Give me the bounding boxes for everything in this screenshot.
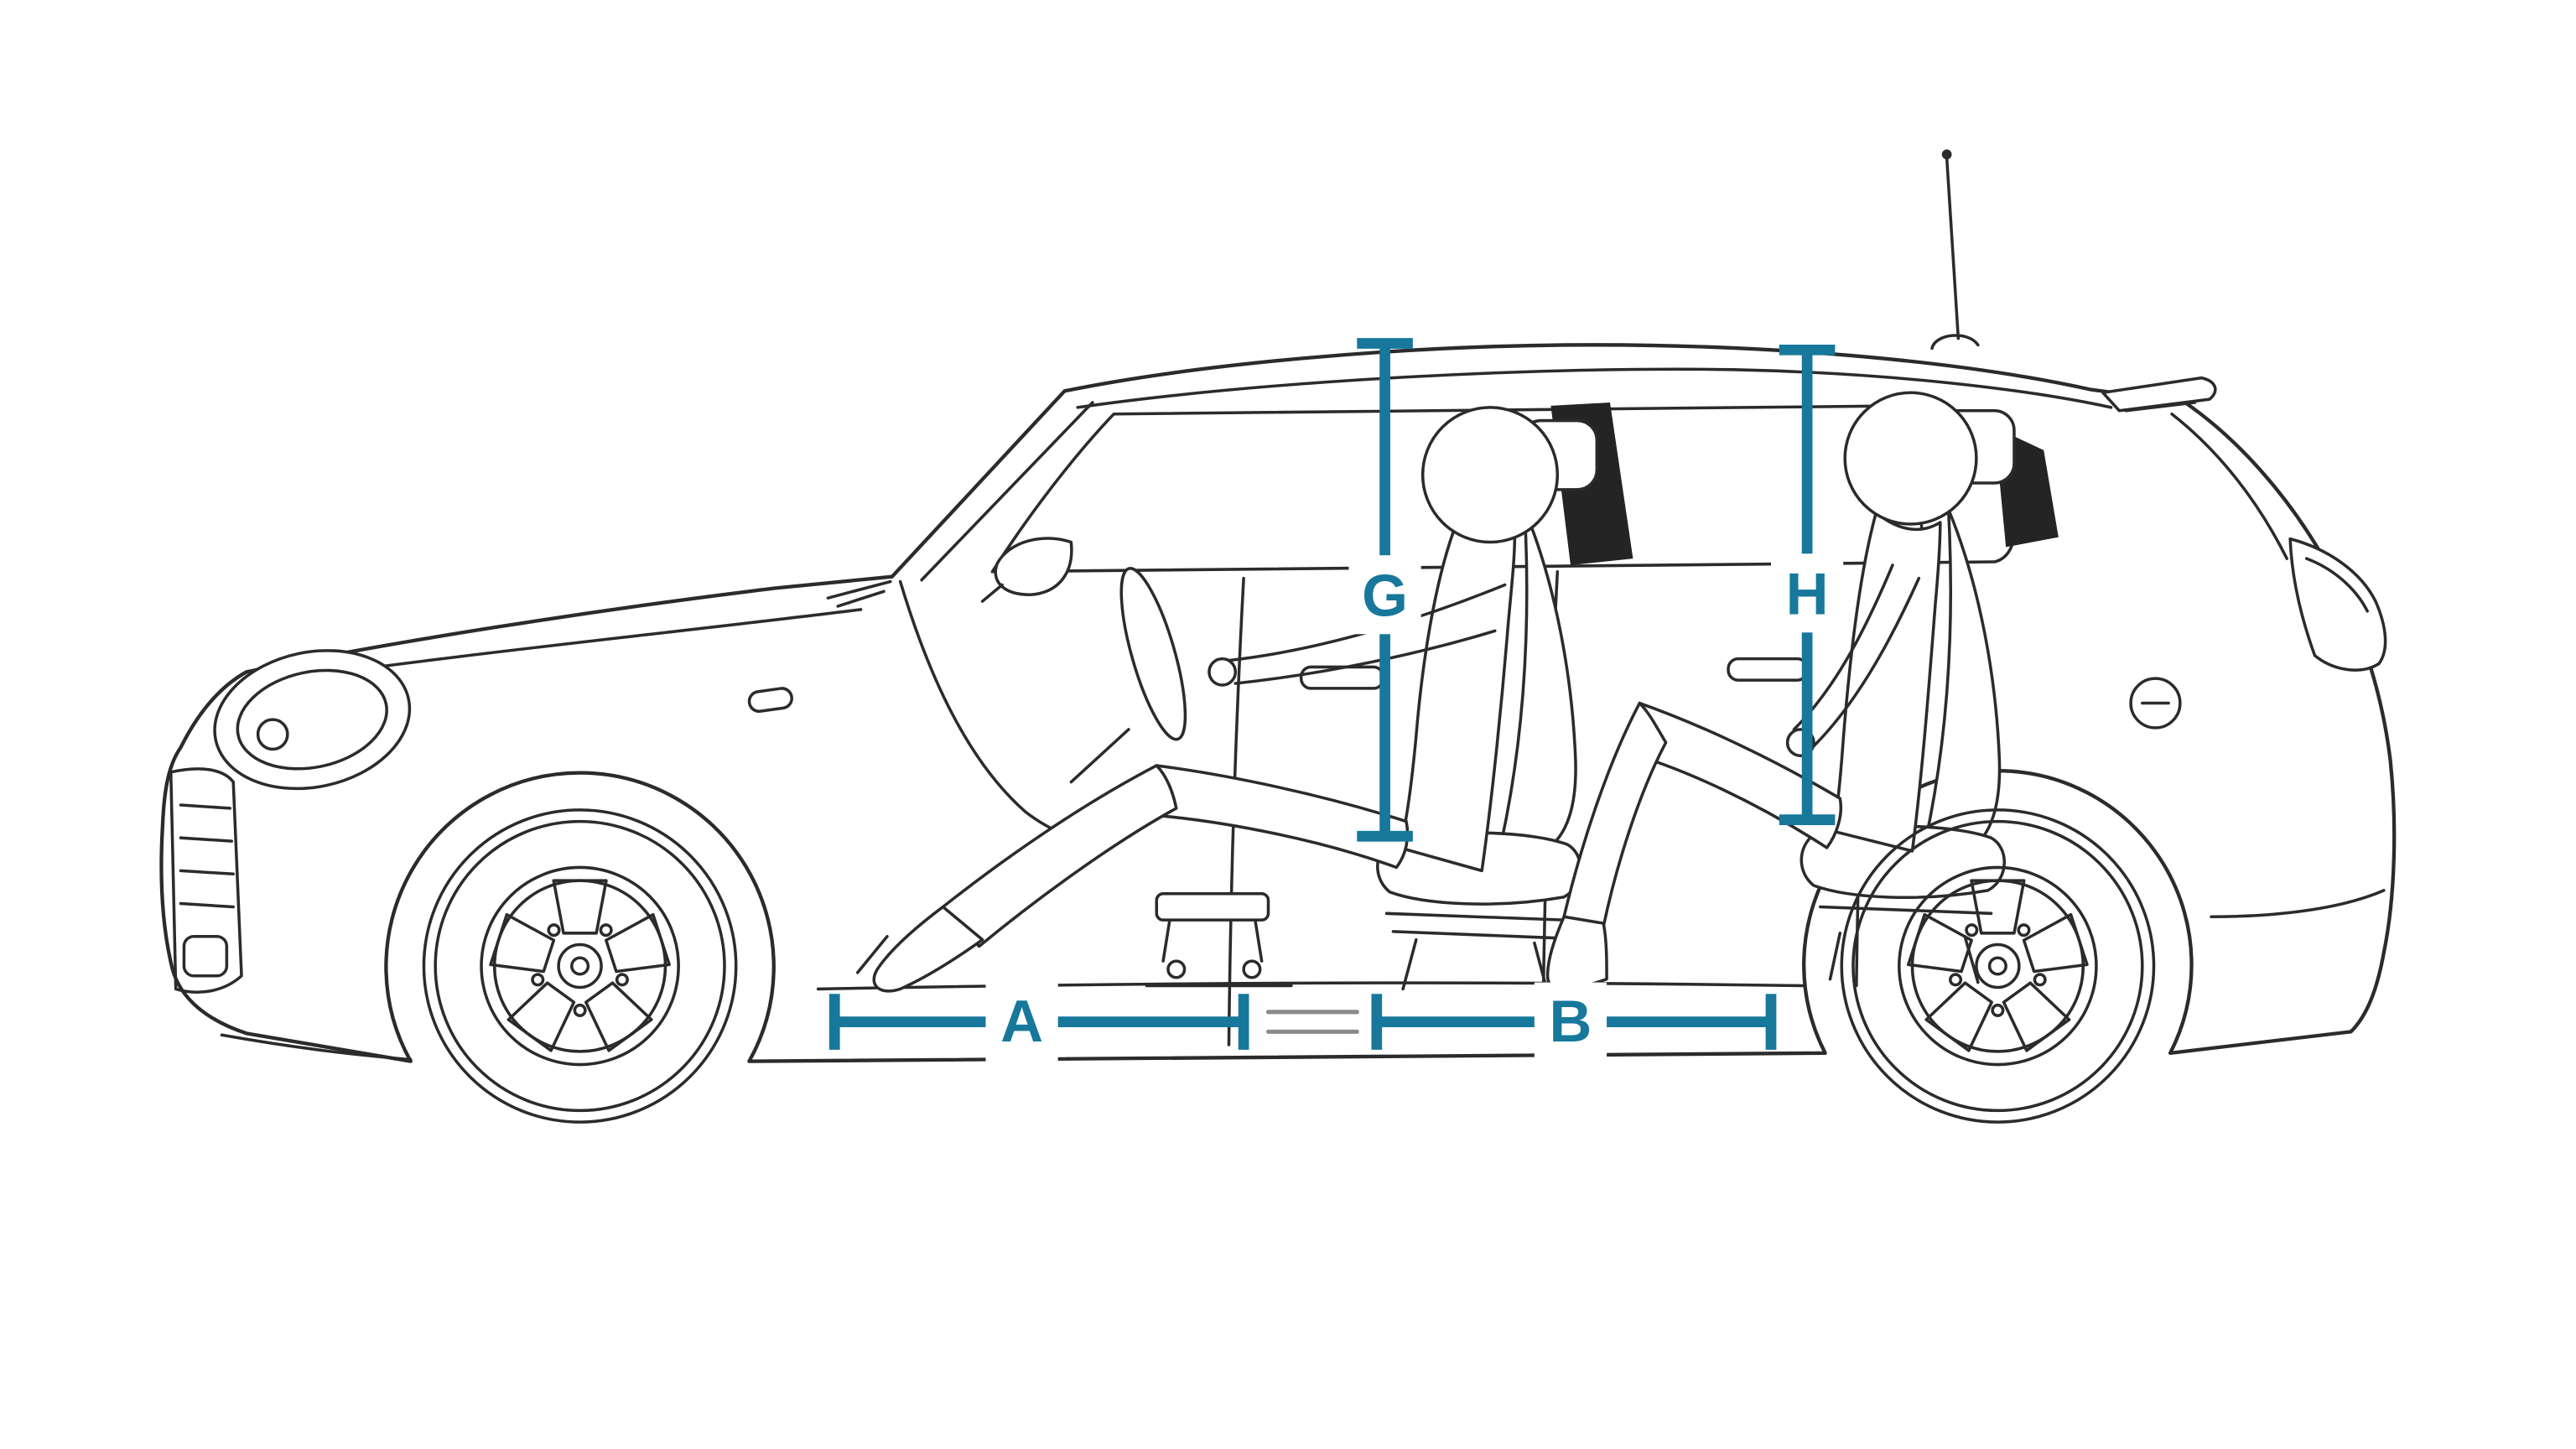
windshield	[920, 401, 1094, 582]
taillight	[2288, 537, 2387, 672]
pedals	[855, 934, 889, 974]
passenger-head	[1843, 391, 1978, 526]
front-rim	[480, 865, 680, 1067]
fog-light	[182, 934, 229, 978]
rear-wheel	[1840, 808, 2156, 1124]
front-tire	[422, 808, 738, 1124]
passenger-lower-leg	[1562, 701, 1668, 928]
driver-lower-leg	[941, 764, 1178, 948]
front-hub	[557, 943, 603, 989]
mirror-stalk	[980, 583, 1004, 603]
driver-figure	[872, 406, 1560, 993]
rear-seat-back	[1924, 507, 2002, 851]
seat-rail-mechanism	[1145, 892, 1293, 988]
roof-antenna	[1930, 149, 1980, 351]
dimension-label-a: A	[1000, 988, 1043, 1054]
dimension-label-g: G	[1362, 563, 1408, 629]
rear-bumper-line	[2210, 889, 2386, 918]
driver-thigh	[1148, 764, 1410, 870]
roof-inner-line	[1076, 367, 2113, 409]
fender-vent	[747, 687, 793, 714]
passenger-thigh	[1624, 701, 1843, 849]
dimension-label-b: B	[1550, 988, 1592, 1054]
dimension-B: B	[1371, 982, 1777, 1062]
driver-foot	[872, 905, 984, 993]
rear-hub	[1975, 943, 2021, 989]
rocker-line	[816, 981, 1805, 991]
dimension-H: H	[1771, 344, 1844, 825]
passenger-arm	[1805, 576, 1921, 755]
fuel-cap	[2129, 677, 2182, 730]
car-body	[159, 149, 2397, 1063]
dimension-lines: G H A B	[828, 338, 1844, 1062]
roof-spoiler	[2101, 376, 2217, 413]
dimension-A: A	[828, 982, 1249, 1062]
rear-seat	[1800, 409, 2016, 984]
driver-head	[1420, 406, 1560, 544]
rear-tire	[1840, 808, 2156, 1124]
front-grille	[169, 767, 413, 1062]
front-seat-back	[1499, 507, 1577, 851]
steering-column	[1069, 728, 1130, 784]
dimension-label-h: H	[1786, 561, 1829, 627]
wiper	[826, 579, 892, 600]
rear-rim	[1898, 865, 2098, 1067]
headlight	[213, 649, 412, 791]
front-door-handle	[1299, 665, 1385, 690]
dimension-G: G	[1348, 338, 1421, 842]
rear-door-handle	[1727, 657, 1809, 682]
hatch-line	[2170, 412, 2288, 560]
front-wheel	[422, 808, 738, 1124]
passenger-torso	[1831, 511, 1942, 853]
steering-wheel	[1119, 567, 1187, 741]
rear-passenger-figure	[1545, 391, 1978, 992]
driver-hand	[1208, 657, 1238, 687]
